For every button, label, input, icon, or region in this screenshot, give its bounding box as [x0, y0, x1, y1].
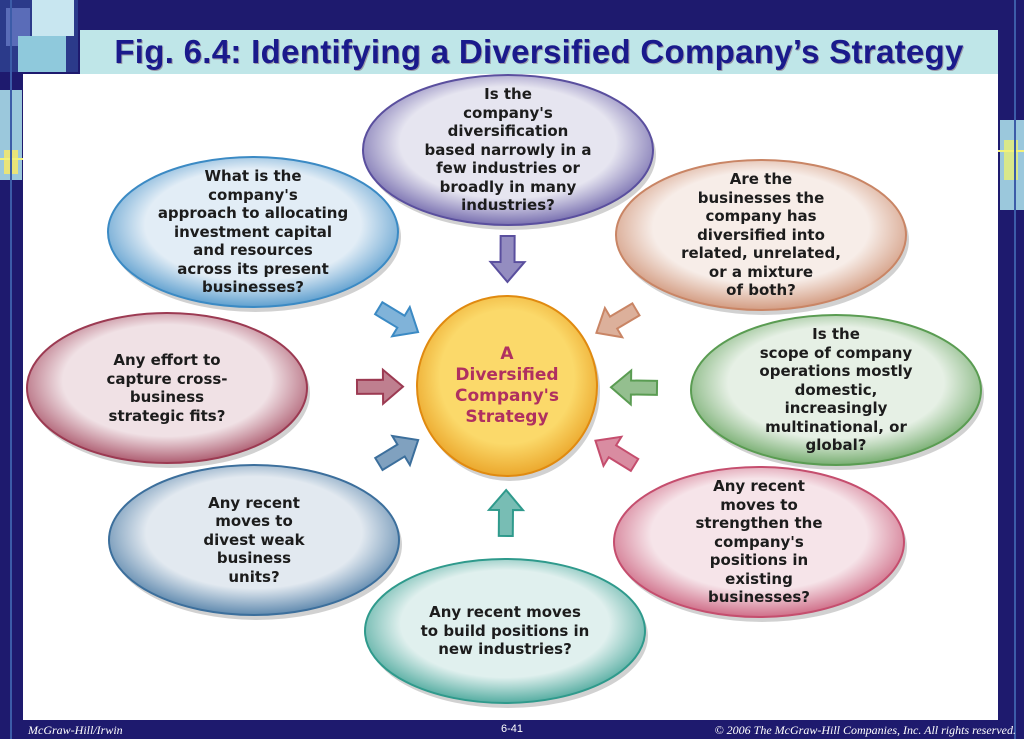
decor-square	[18, 36, 66, 72]
decor-line	[10, 0, 12, 739]
question-bubble-7	[26, 312, 308, 464]
arrow-to-center-4	[594, 435, 640, 473]
question-bubble-3	[690, 314, 982, 466]
diagram-canvas	[26, 74, 984, 708]
decor-line	[0, 158, 24, 160]
question-bubble-2	[615, 159, 907, 311]
arrow-to-center-6	[373, 434, 420, 472]
decor-line	[998, 150, 1024, 152]
slide-title: Fig. 6.4: Identifying a Diversified Comp…	[114, 33, 964, 70]
question-bubble-8	[107, 156, 399, 308]
question-bubble-5	[364, 558, 646, 704]
arrow-to-center-3	[609, 368, 659, 407]
footer-page-number: 6-41	[500, 723, 524, 735]
question-bubble-6	[108, 464, 400, 616]
question-bubble-text-8: What is the company's approach to alloca…	[157, 167, 349, 297]
arrow-to-center-2	[595, 301, 641, 339]
footer-copyright: © 2006 The McGraw-Hill Companies, Inc. A…	[714, 723, 1016, 737]
question-bubble-text-2: Are the businesses the company has diver…	[681, 170, 841, 300]
footer-publisher: McGraw-Hill/Irwin	[28, 723, 123, 737]
question-bubble-text-1: Is the company's diversification based n…	[424, 85, 592, 215]
center-label: A Diversified Company's Strategy	[454, 344, 560, 427]
question-bubble-text-5: Any recent moves to build positions in n…	[420, 603, 590, 659]
decor-square	[32, 0, 74, 36]
title-bar: Fig. 6.4: Identifying a Diversified Comp…	[80, 30, 998, 74]
arrow-to-center-5	[486, 488, 526, 538]
question-bubble-1	[362, 74, 654, 226]
decor-line	[1014, 0, 1016, 739]
question-bubble-4	[613, 466, 905, 618]
diagram-panel: Is the company's diversification based n…	[23, 74, 998, 720]
question-bubble-text-6: Any recent moves to divest weak business…	[203, 493, 305, 586]
center-circle	[416, 295, 598, 477]
question-bubble-text-7: Any effort to capture cross- business st…	[106, 351, 228, 425]
arrow-to-center-8	[373, 300, 420, 338]
arrow-to-center-7	[355, 367, 405, 406]
question-bubble-text-4: Any recent moves to strengthen the compa…	[695, 477, 823, 607]
footer: McGraw-Hill/Irwin 6-41 © 2006 The McGraw…	[0, 720, 1024, 739]
arrow-to-center-1	[488, 234, 527, 284]
question-bubble-text-3: Is the scope of company operations mostl…	[759, 325, 913, 455]
